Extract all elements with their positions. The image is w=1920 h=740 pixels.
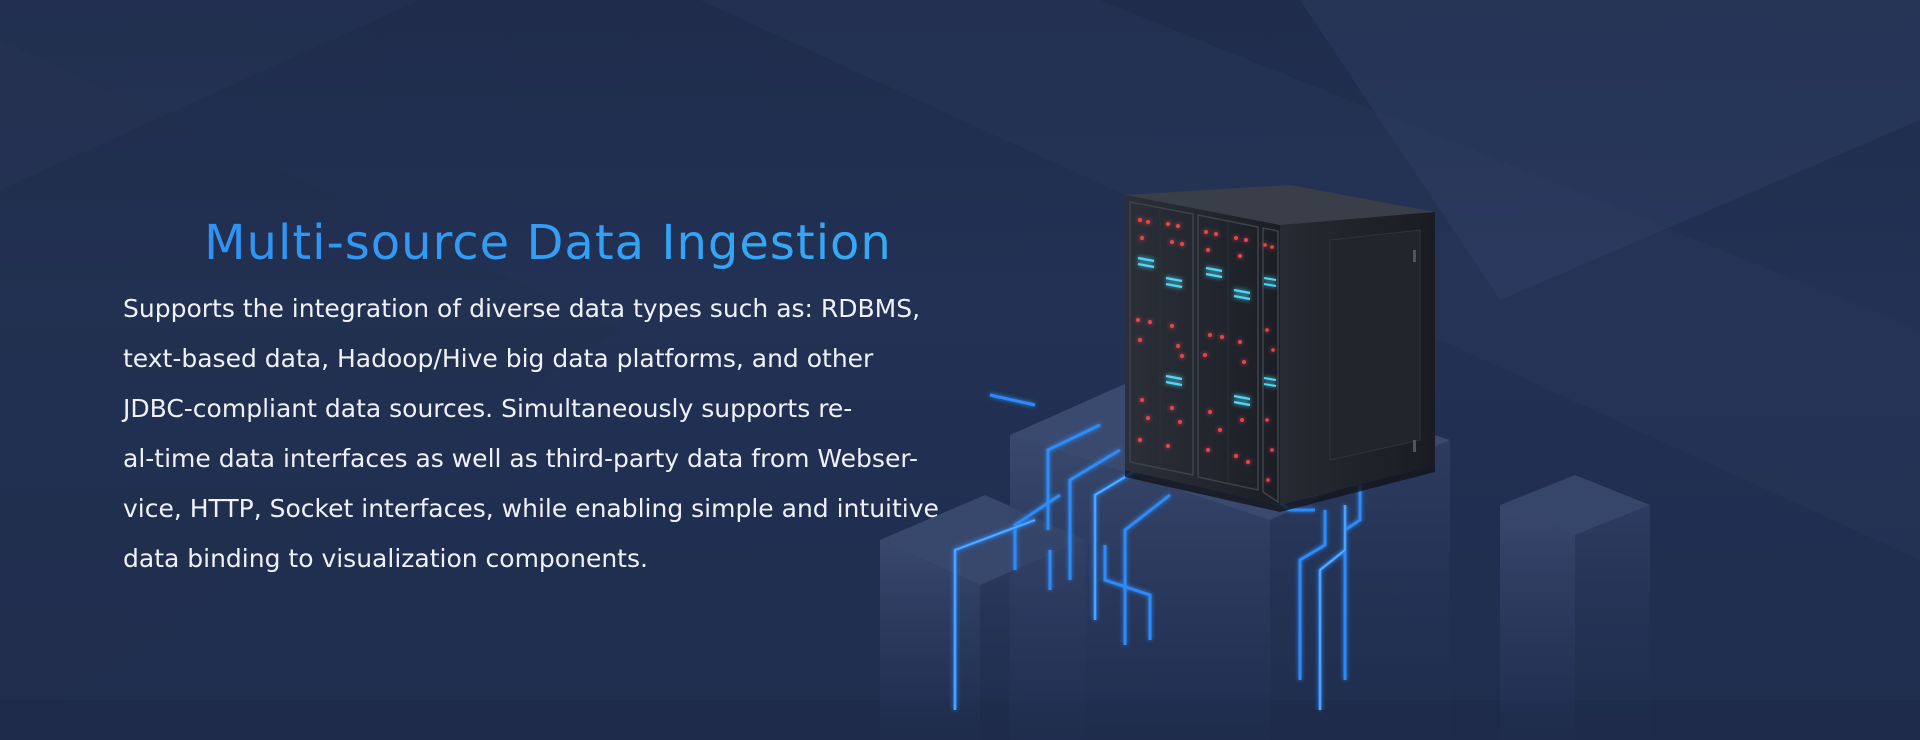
feature-title: Multi-source Data Ingestion	[123, 205, 973, 281]
server-rack-icon	[880, 185, 1650, 740]
description-line: text-based data, Hadoop/Hive big data pl…	[123, 344, 874, 373]
description-line: al-time data interfaces as well as third…	[123, 444, 919, 473]
description-line: vice, HTTP, Socket interfaces, while ena…	[123, 494, 939, 523]
description-line: data binding to visualization components…	[123, 544, 648, 573]
feature-description: Supports the integration of diverse data…	[123, 284, 983, 584]
feature-text-block: Multi-source Data Ingestion Supports the…	[123, 205, 983, 584]
description-line: Supports the integration of diverse data…	[123, 294, 921, 323]
description-line: JDBC-compliant data sources. Simultaneou…	[123, 394, 853, 423]
